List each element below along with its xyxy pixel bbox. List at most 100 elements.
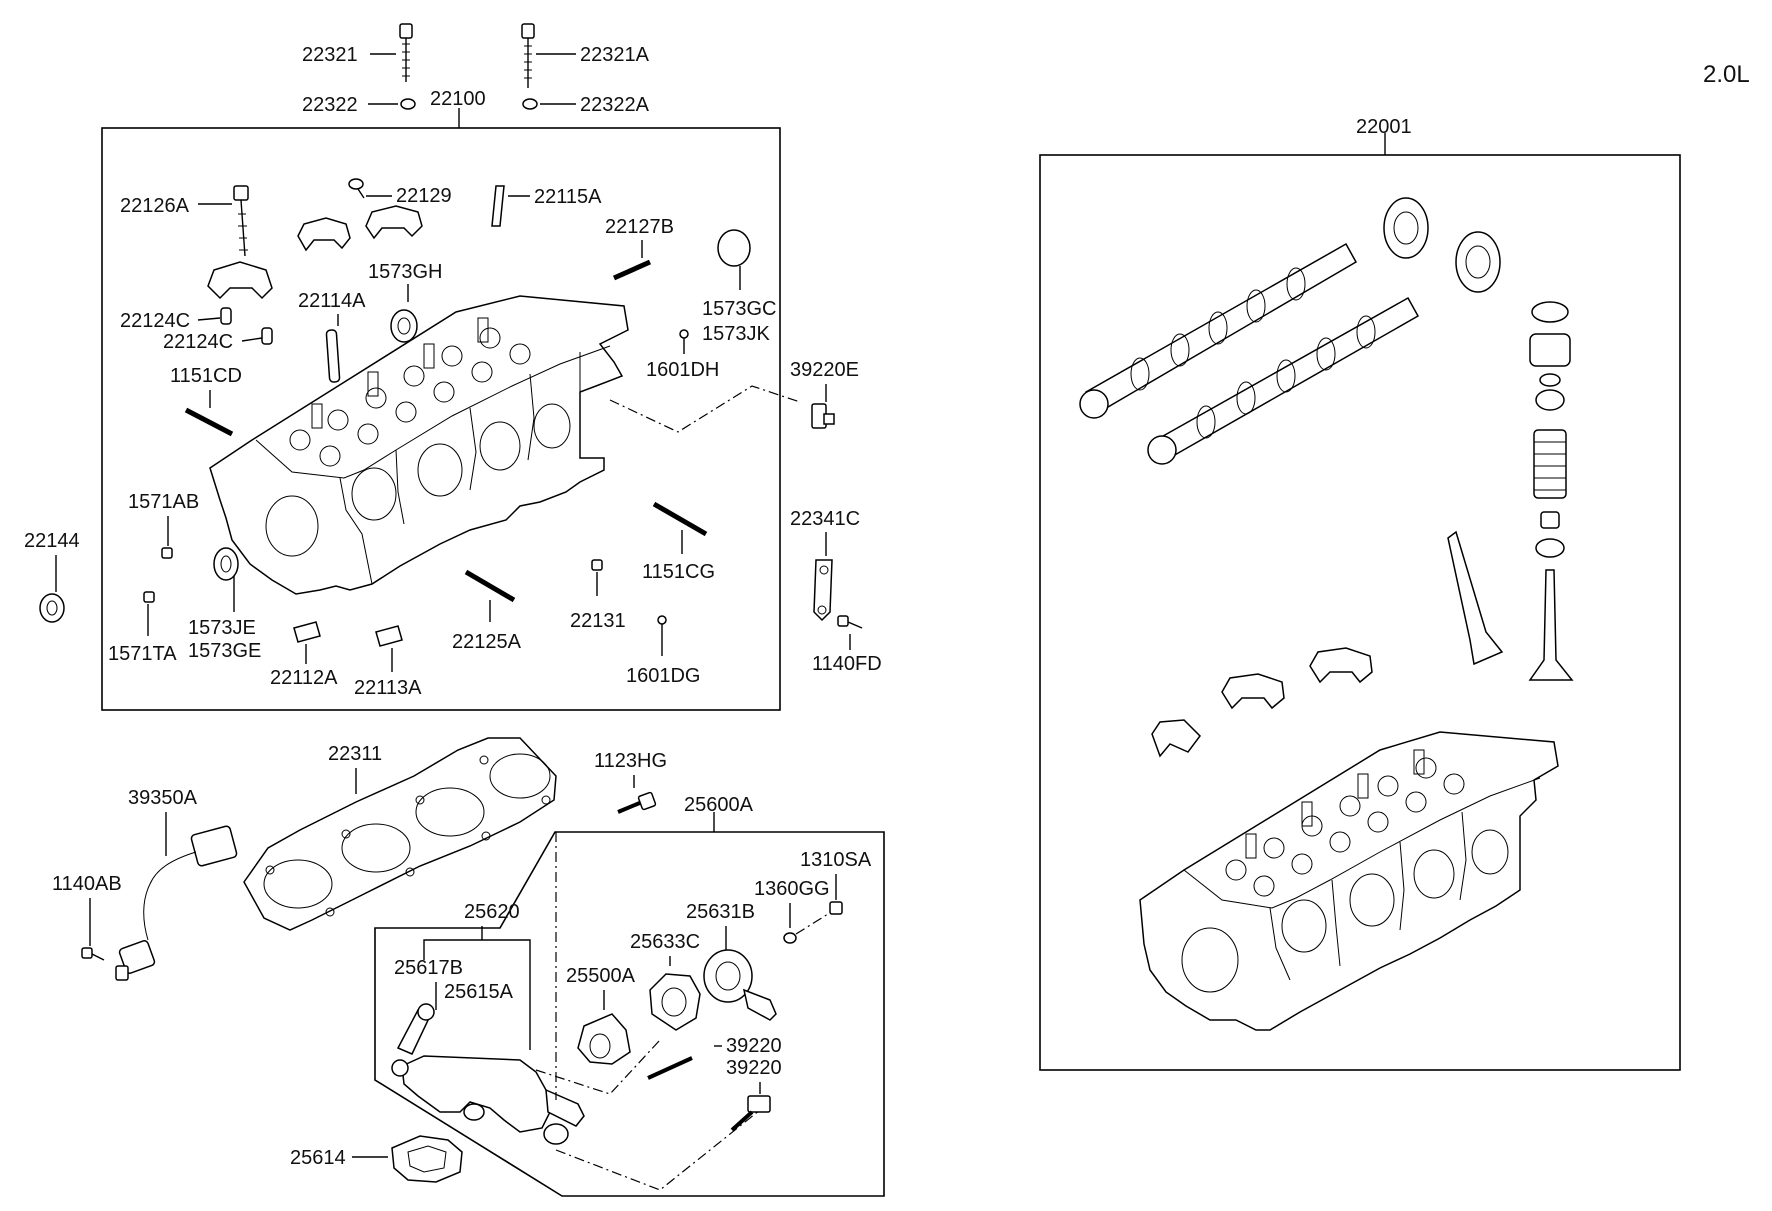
cam-cap-3 — [365, 205, 423, 240]
dowel-22124c-a — [220, 307, 232, 325]
label-22321a: 22321A — [580, 44, 650, 66]
washer-22322a — [522, 98, 538, 110]
leader-washer-nut — [795, 913, 829, 935]
label-22001: 22001 — [1356, 116, 1412, 138]
label-1573ge: 1573GE — [188, 640, 261, 662]
label-25620: 25620 — [464, 901, 520, 923]
washer-22322 — [400, 98, 416, 110]
seal-22144 — [39, 593, 65, 623]
label-22144: 22144 — [24, 530, 80, 552]
label-39220-a: 39220 — [726, 1035, 782, 1057]
nut-1310sa — [829, 901, 843, 915]
seal-22113a — [375, 625, 403, 647]
seal-1573je — [213, 547, 239, 581]
label-39220-b: 39220 — [726, 1057, 782, 1079]
label-25631b: 25631B — [686, 901, 755, 923]
label-1573gh: 1573GH — [368, 261, 443, 283]
label-1571ab: 1571AB — [128, 491, 199, 513]
camshaft-exhaust — [1147, 296, 1420, 465]
label-1573jk: 1573JK — [702, 323, 770, 345]
bracket-22341c — [813, 559, 833, 622]
camshaft-intake — [1079, 242, 1358, 419]
cylinder-head-assembly — [1139, 731, 1559, 1031]
label-22131: 22131 — [570, 610, 626, 632]
sensor-39220e — [811, 403, 835, 429]
label-1571ta: 1571TA — [108, 643, 177, 665]
stud-39220 — [647, 1056, 693, 1080]
valve-train-stack — [1447, 301, 1574, 681]
label-1140ab: 1140AB — [52, 873, 122, 895]
bolt-22129 — [348, 178, 365, 199]
leader-22124c-a — [197, 317, 221, 321]
label-22322a: 22322A — [580, 94, 650, 116]
sensor-39220 — [730, 1095, 771, 1132]
label-22341c: 22341C — [790, 508, 860, 530]
bolt-22126a — [233, 185, 249, 257]
cam-sprocket-1 — [1383, 197, 1429, 259]
stud-22127b — [612, 259, 652, 281]
bolt-1140ab — [81, 947, 105, 961]
stud-1151cd — [184, 407, 234, 437]
cylinder-head-group-box — [101, 127, 781, 711]
label-22321: 22321 — [302, 44, 358, 66]
label-22125a: 22125A — [452, 631, 522, 653]
label-22124c-a: 22124C — [120, 310, 190, 332]
cylinder-head-assembly-box — [1039, 154, 1681, 1071]
head-bolt-22321 — [399, 23, 413, 82]
label-1573gc: 1573GC — [702, 298, 777, 320]
bolt-1140fd — [837, 615, 863, 629]
washer-1360gg — [783, 932, 797, 944]
leader-thermostat-line — [535, 1039, 661, 1095]
cam-sprocket-2 — [1455, 231, 1501, 293]
label-39350a: 39350A — [128, 787, 198, 809]
cylinder-head — [209, 295, 629, 595]
dowel-22124c-b — [261, 327, 273, 345]
cam-cap-2 — [297, 217, 351, 252]
gasket-25614 — [391, 1135, 463, 1183]
label-22114a: 22114A — [298, 290, 366, 312]
plug-1601dg — [657, 615, 667, 625]
cam-cap-right-3 — [1151, 719, 1201, 758]
label-1573je: 1573JE — [188, 617, 256, 639]
pin-22115a — [491, 185, 505, 227]
leader-25620-bracket — [423, 939, 531, 1050]
label-22129: 22129 — [396, 185, 452, 207]
label-25633c: 25633C — [630, 931, 700, 953]
cam-cap-right-1 — [1309, 647, 1373, 684]
label-22113a: 22113A — [354, 677, 422, 699]
cam-cap-right-2 — [1221, 673, 1285, 710]
label-22322: 22322 — [302, 94, 358, 116]
plug-1573jk — [679, 329, 689, 339]
bolt-1571ta — [143, 591, 155, 603]
stud-22125a — [464, 569, 516, 603]
pin-22114a — [325, 329, 341, 383]
label-1151cg: 1151CG — [642, 561, 715, 583]
leader-bottom-line — [555, 1109, 761, 1191]
thermostat-group-box — [374, 831, 885, 1197]
label-22127b: 22127B — [605, 216, 674, 238]
gasket-25633c — [649, 973, 701, 1031]
label-1140fd: 1140FD — [812, 653, 882, 675]
leader-22124c-b — [241, 337, 263, 342]
label-39220e: 39220E — [790, 359, 859, 381]
seal-1573gh — [390, 309, 418, 343]
head-bolt-22321a — [521, 23, 535, 88]
engine-displacement-label: 2.0L — [1703, 61, 1750, 88]
cam-cap-1 — [207, 261, 273, 300]
label-22124c-b: 22124C — [163, 331, 233, 353]
head-gasket — [243, 737, 557, 931]
label-22100: 22100 — [430, 88, 486, 110]
coolant-outlet-pipe — [391, 1003, 585, 1145]
label-25614: 25614 — [290, 1147, 346, 1169]
label-22112a: 22112A — [270, 667, 338, 689]
bolt-1571ab — [161, 547, 173, 559]
label-1123hg: 1123HG — [594, 750, 667, 772]
label-25600a: 25600A — [684, 794, 754, 816]
stud-1151cg — [652, 501, 708, 537]
label-25500a: 25500A — [566, 965, 636, 987]
label-22311: 22311 — [328, 743, 382, 765]
bolt-1123hg — [617, 791, 657, 814]
label-25615a: 25615A — [444, 981, 514, 1003]
label-1601dh: 1601DH — [646, 359, 719, 381]
